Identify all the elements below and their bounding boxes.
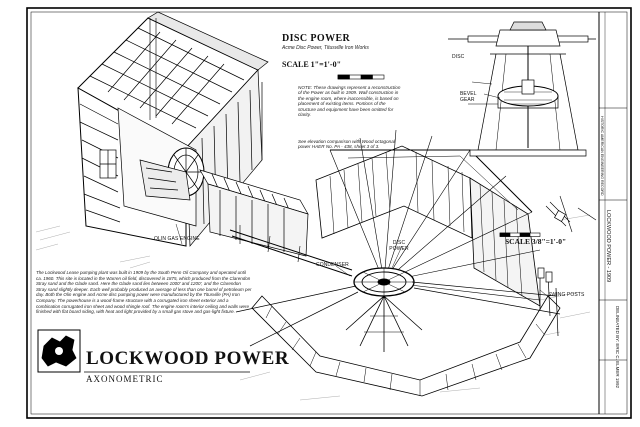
disc-power bbox=[345, 267, 423, 352]
engine-room bbox=[77, 11, 269, 247]
disc-power-title: DISC POWER bbox=[282, 33, 351, 44]
engine-label: OLIN GAS ENGINE bbox=[154, 236, 200, 242]
scale-bar-main bbox=[337, 74, 385, 80]
detail-bevel-gear-label: BEVEL GEAR bbox=[460, 91, 477, 103]
inner-border bbox=[30, 11, 628, 415]
history-paragraph: The Lockwood Lease pumping plant was bui… bbox=[36, 270, 252, 315]
disc-power-reference: See elevation comparison with Wood octag… bbox=[298, 139, 395, 150]
leader-lines bbox=[175, 81, 553, 301]
connecting-shed bbox=[199, 169, 309, 257]
haer-logo bbox=[37, 329, 81, 373]
sheet-subtitle: AXONOMETRIC bbox=[86, 374, 164, 384]
sheet-border bbox=[26, 7, 632, 419]
detail-scale: SCALE 3/8"=1'-0" bbox=[505, 237, 567, 246]
title-block-agency: HISTORIC AMERICAN ENGINEERING RECORD bbox=[600, 116, 604, 196]
disc-detail-drawing bbox=[448, 21, 597, 233]
sheet-title: LOCKWOOD POWER bbox=[86, 348, 290, 369]
condenser-label: CONDENSER bbox=[316, 262, 349, 268]
disc-power-label: DISC POWER bbox=[389, 240, 409, 252]
disc-power-note: NOTE: These drawings represent a reconst… bbox=[298, 85, 401, 118]
title-block-drawn: DELINEATED BY: ERIC C. ELMER 1992 bbox=[615, 306, 620, 388]
swing-posts-label: SWING POSTS bbox=[548, 292, 585, 298]
title-block-project: LOCKWOOD POWER - 1909 bbox=[605, 210, 611, 283]
disc-power-scale: SCALE 1"=1'-0" bbox=[282, 60, 342, 69]
rod-lines bbox=[235, 267, 561, 347]
detail-disc-label: DISC bbox=[452, 54, 465, 60]
octagonal-powerhouse bbox=[229, 129, 561, 397]
scale-bar-detail bbox=[499, 232, 541, 237]
disc-power-subtitle: Acme Disc Power, Titusville Iron Works bbox=[282, 45, 369, 51]
